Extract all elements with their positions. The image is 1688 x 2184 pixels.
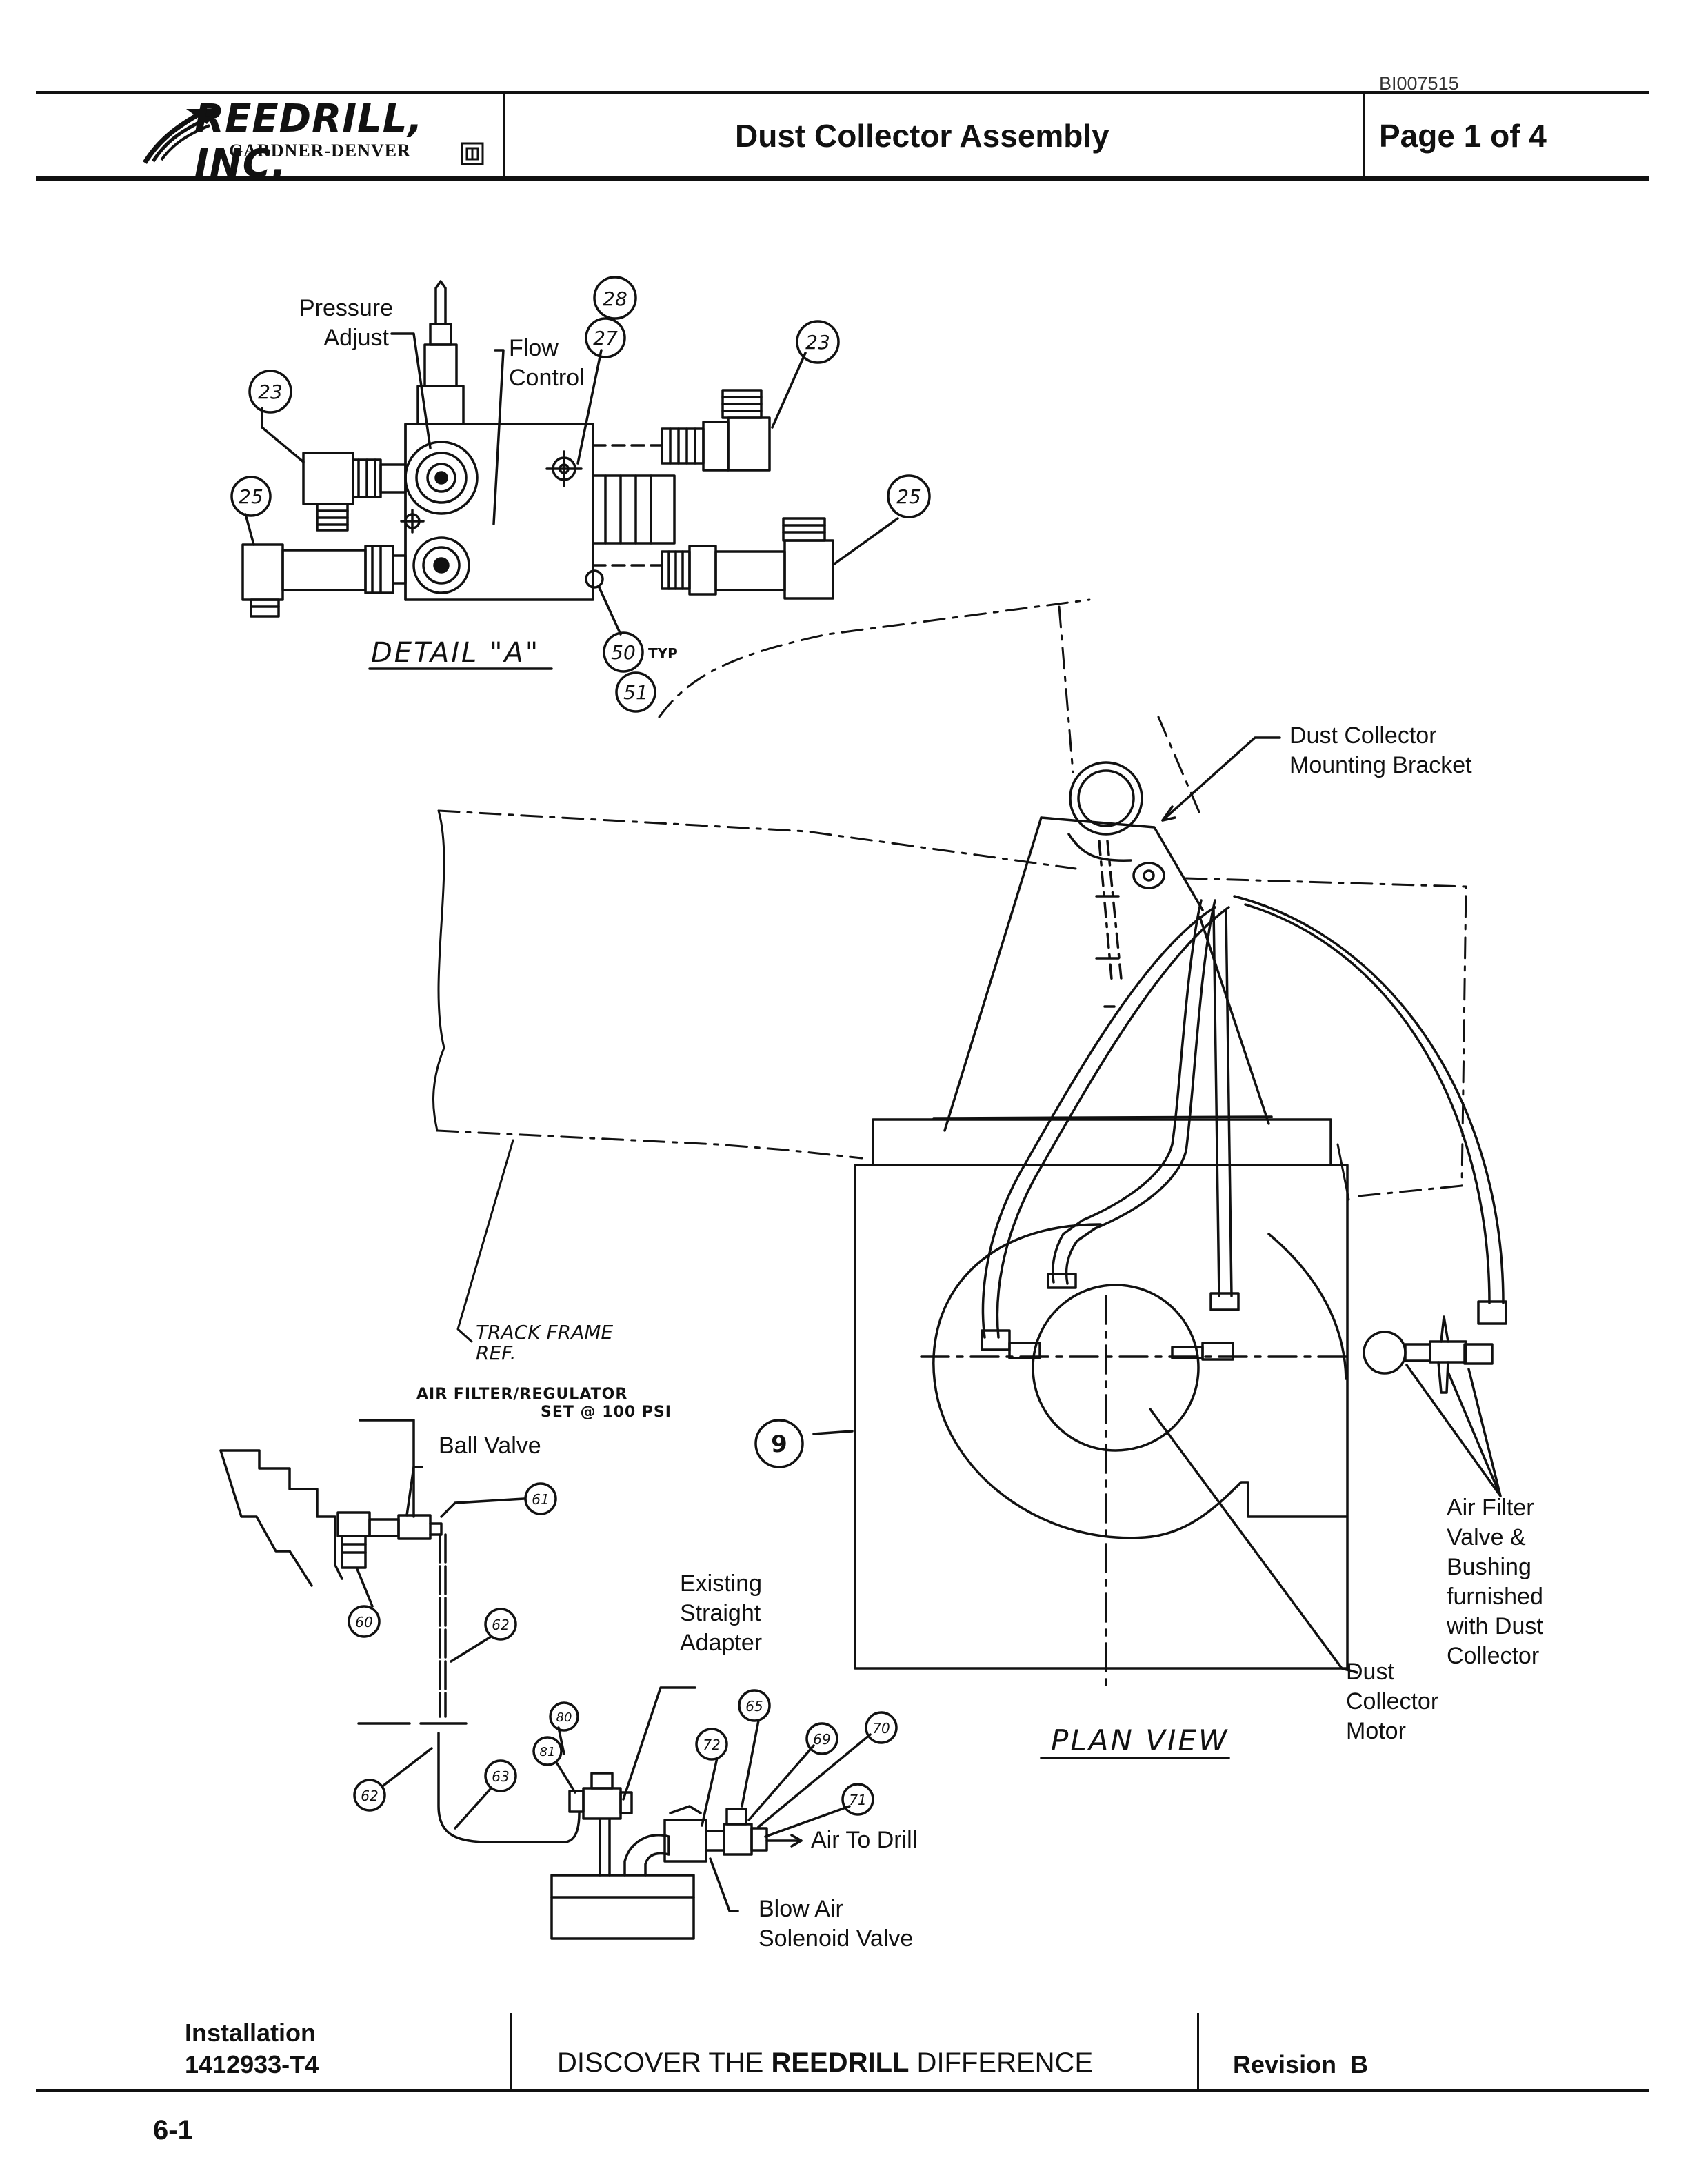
svg-text:51: 51 (623, 681, 648, 704)
detail-a-title: DETAIL "A" (371, 637, 541, 669)
company-logo: REEDRILL, INC. GARDNER-DENVER (138, 97, 496, 186)
svg-text:70: 70 (872, 1720, 890, 1737)
mounting-bracket (932, 736, 1281, 1132)
label-mounting-bracket: Dust Collector Mounting Bracket (1289, 722, 1472, 778)
subsidiary-name: GARDNER-DENVER (229, 141, 411, 161)
svg-text:71: 71 (849, 1792, 866, 1808)
svg-text:23: 23 (805, 331, 830, 354)
label-ball-valve: Ball Valve (439, 1433, 541, 1459)
doc-code: BI007515 (1379, 73, 1459, 94)
footer-rule (36, 2089, 1649, 2092)
header-divider-1 (503, 94, 505, 176)
svg-text:25: 25 (896, 485, 921, 508)
header-top-rule (36, 91, 1649, 94)
logo-drill-icon (143, 109, 219, 164)
plan-view-title: PLAN VIEW (1051, 1723, 1229, 1757)
header-divider-2 (1363, 94, 1365, 176)
footer-divider-2 (1197, 2013, 1199, 2089)
svg-text:62: 62 (492, 1617, 509, 1633)
page-indicator: Page 1 of 4 (1379, 118, 1547, 154)
dust-collector-housing (812, 895, 1507, 1759)
detail-a-valve-block (241, 280, 899, 670)
label-air-filter-valve: Air Filter Valve & Bushing furnished wit… (1447, 1495, 1543, 1669)
footer-slogan: DISCOVER THE REEDRILL DIFFERENCE (557, 2048, 1094, 2078)
document-title: Dust Collector Assembly (735, 118, 1109, 154)
label-typ: TYP (648, 645, 678, 662)
svg-text:69: 69 (813, 1731, 830, 1748)
label-track-frame: TRACK FRAME REF. (476, 1321, 614, 1364)
svg-text:62: 62 (361, 1788, 378, 1804)
label-pressure-adjust: Pressure Adjust (299, 295, 393, 351)
svg-text:81: 81 (540, 1745, 556, 1759)
label-blow-air-solenoid: Blow Air Solenoid Valve (758, 1896, 914, 1952)
label-existing-adapter: Existing Straight Adapter (680, 1570, 763, 1656)
svg-text:61: 61 (532, 1491, 549, 1508)
page-number: 6-1 (153, 2115, 193, 2145)
header-bottom-rule (36, 176, 1649, 181)
footer-revision: Revision B (1233, 2050, 1369, 2079)
svg-text:9: 9 (771, 1430, 787, 1458)
svg-text:28: 28 (603, 287, 627, 310)
footer-part-number: 1412933-T4 (185, 2050, 319, 2079)
svg-text:50: 50 (611, 641, 636, 664)
label-air-filter-regulator: AIR FILTER/REGULATOR SET @ 100 PSI (416, 1386, 672, 1421)
svg-text:63: 63 (492, 1768, 509, 1785)
footer-install-label: Installation (185, 2019, 316, 2047)
label-dust-collector-motor: Dust Collector Motor (1346, 1659, 1439, 1744)
gd-emblem-icon (461, 142, 484, 165)
track-frame (432, 598, 1467, 1343)
svg-text:27: 27 (593, 327, 618, 350)
svg-text:60: 60 (355, 1614, 372, 1630)
svg-text:65: 65 (745, 1698, 763, 1715)
callout-numbers: 28 27 23 23 25 25 50 51 9 61 60 62 62 63… (239, 287, 921, 1808)
footer-divider-1 (510, 2013, 512, 2089)
air-piping (219, 1419, 872, 1940)
svg-text:80: 80 (556, 1710, 572, 1725)
label-flow-control: Flow Control (509, 335, 585, 391)
company-name: REEDRILL, INC. (194, 97, 423, 186)
svg-text:23: 23 (258, 381, 283, 403)
callout-bubbles (230, 276, 931, 1816)
svg-text:25: 25 (239, 485, 263, 508)
label-air-to-drill: Air To Drill (811, 1827, 918, 1853)
svg-text:72: 72 (703, 1737, 720, 1753)
